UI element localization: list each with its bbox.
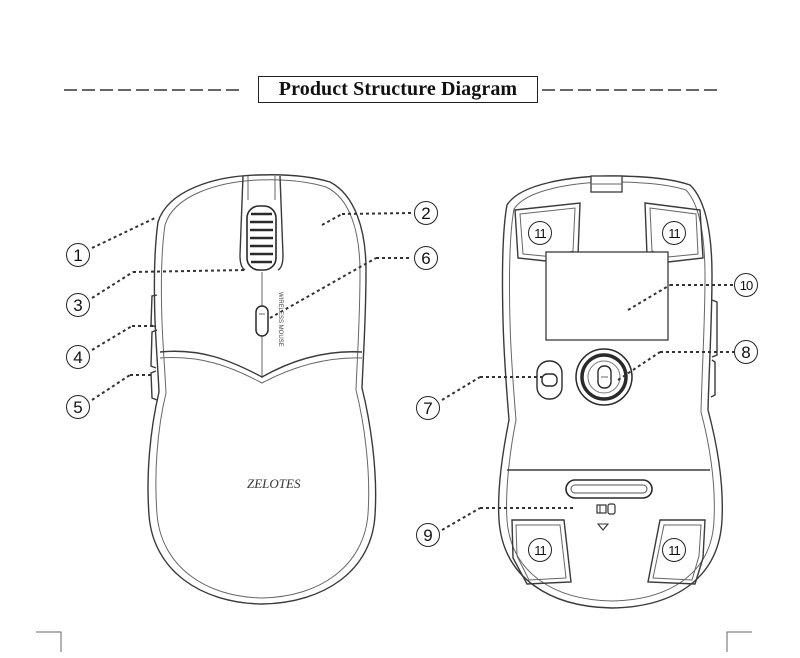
arrow-down-icon [596, 523, 610, 531]
callout-2: 2 [414, 201, 438, 225]
callout-7: 7 [416, 396, 440, 420]
callout-11-top-right: 11 [662, 221, 686, 245]
callout-6: 6 [414, 246, 438, 270]
mouse-top-view [147, 174, 377, 605]
leader-lines [91, 212, 734, 531]
optical-window [545, 251, 669, 341]
callout-11-bottom-left: 11 [528, 538, 552, 562]
callout-4: 4 [66, 345, 90, 369]
foot-bottom-left [511, 519, 572, 585]
foot-top-right [644, 202, 704, 263]
callout-1: 1 [66, 243, 90, 267]
title: Product Structure Diagram [258, 76, 538, 103]
mouse-bottom-view [497, 175, 724, 609]
foot-bottom-right [647, 519, 706, 585]
scroll-wheel-ridges [250, 212, 273, 264]
brand-logo: ZELOTES [247, 476, 301, 491]
callout-5: 5 [66, 395, 90, 419]
callout-3: 3 [66, 293, 90, 317]
callout-8: 8 [734, 340, 758, 364]
callout-9: 9 [416, 523, 440, 547]
callout-10: 10 [734, 273, 758, 297]
receiver-icon [596, 504, 607, 514]
callout-11-top-left: 11 [528, 221, 552, 245]
callout-11-bottom-right: 11 [662, 538, 686, 562]
